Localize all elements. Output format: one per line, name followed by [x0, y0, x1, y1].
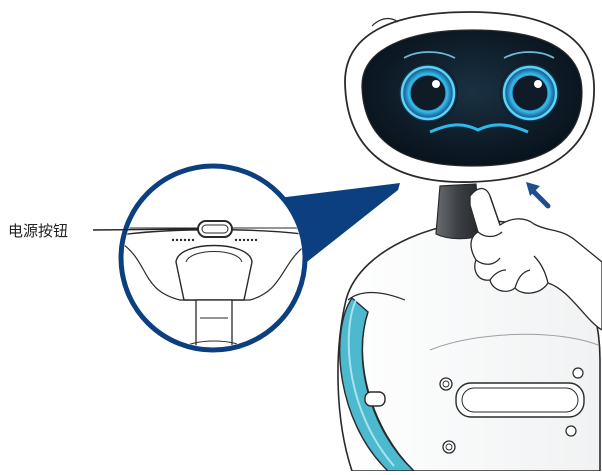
hand — [469, 187, 602, 331]
left-eye — [398, 63, 458, 123]
power-button-label: 电源按钮 — [8, 222, 69, 240]
callout-leader-line — [92, 228, 199, 231]
right-eyebrow — [503, 51, 555, 59]
right-eye — [500, 63, 560, 123]
side-port — [364, 391, 386, 407]
detail-view — [118, 163, 308, 353]
power-button — [197, 220, 233, 238]
left-eyebrow — [403, 51, 456, 59]
mouth — [429, 123, 529, 134]
body-slot — [455, 382, 585, 418]
press-arrow-icon — [526, 182, 551, 209]
